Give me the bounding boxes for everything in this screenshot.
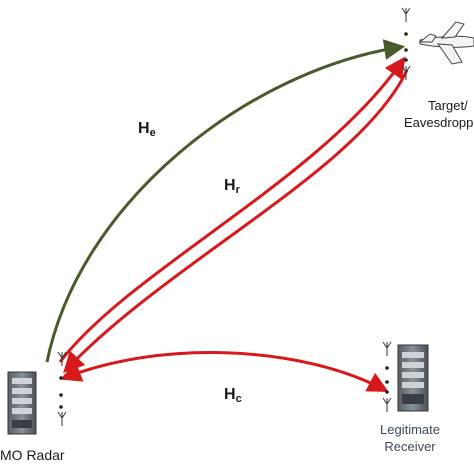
target-label-line2: Eavesdropp <box>404 115 474 130</box>
he-arrow <box>45 39 406 363</box>
radar-antenna-array <box>57 351 67 426</box>
receiver-label: Legitimate Receiver <box>380 422 440 454</box>
receiver-antenna-dot <box>385 366 389 370</box>
radar-antenna-dot <box>59 393 63 397</box>
he-label: He <box>138 120 156 139</box>
target-antenna-dot <box>404 58 408 62</box>
radar-antenna-dot <box>59 405 63 409</box>
hr-arrow-down <box>63 69 409 374</box>
receiver-antenna-array <box>382 341 392 412</box>
receiver-antenna-dot <box>385 390 389 394</box>
radar-label: MO Radar <box>0 447 65 463</box>
target-antenna-dot <box>404 48 408 52</box>
target-label: Target/ <box>428 98 468 113</box>
receiver-antenna-dot <box>385 380 389 384</box>
receiver-server-icon <box>397 344 429 412</box>
aircraft-icon <box>418 21 474 65</box>
radar-server-icon <box>7 371 37 435</box>
hr-label: Hr <box>224 177 240 196</box>
hr-arrow-up <box>58 56 406 363</box>
radar-antenna-dot <box>59 376 63 380</box>
target-antenna-array <box>401 7 411 80</box>
hc-label: Hc <box>224 386 242 405</box>
hc-arrow <box>60 351 389 392</box>
target-antenna-dot <box>404 32 408 36</box>
